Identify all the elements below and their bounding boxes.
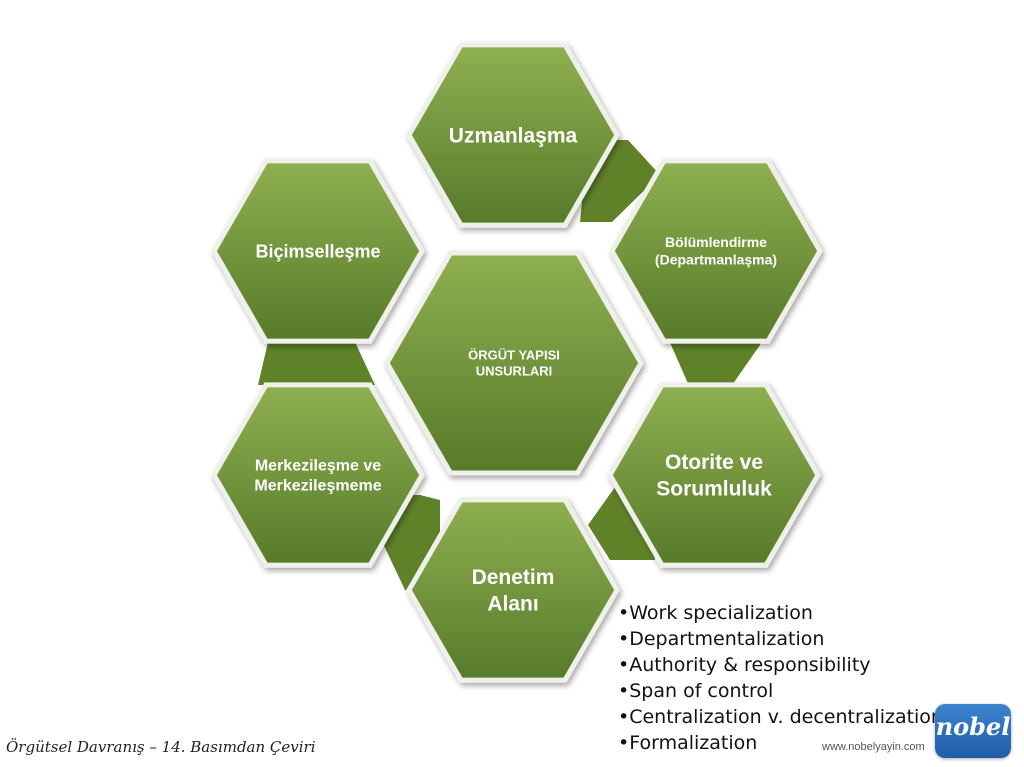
hex-label-line: Uzmanlaşma bbox=[449, 124, 578, 147]
bullet-item: Work specialization bbox=[618, 600, 943, 626]
hex-label-line: Alanı bbox=[487, 593, 538, 616]
hex-label-line: Sorumluluk bbox=[656, 478, 772, 501]
hex-uzmanlasma: Uzmanlaşma bbox=[406, 42, 620, 228]
hex-label-line: (Departmanlaşma) bbox=[655, 252, 777, 268]
hex-uzmanlasma-shape bbox=[406, 42, 620, 228]
hex-label-line: UNSURLARI bbox=[476, 364, 553, 379]
footer-url: www.nobelyayin.com bbox=[822, 741, 925, 753]
hex-merkezilesme-shape bbox=[211, 382, 425, 568]
bullet-item: Centralization v. decentralization bbox=[618, 704, 943, 730]
bullet-item: Authority & responsibility bbox=[618, 652, 943, 678]
hex-label-bolumlendirme: Bölümlendirme (Departmanlaşma) bbox=[655, 234, 777, 267]
footer-book-title: Örgütsel Davranış – 14. Basımdan Çeviri bbox=[6, 738, 316, 756]
hex-label-line: Merkezileşme ve bbox=[255, 458, 381, 475]
hex-center: ÖRGÜT YAPISI UNSURLARI bbox=[384, 250, 644, 476]
hex-label-bicimsellesme: Biçimselleşme bbox=[255, 241, 380, 261]
hex-denetim-shape bbox=[406, 497, 620, 683]
hex-bolumlendirme: Bölümlendirme (Departmanlaşma) bbox=[609, 158, 823, 344]
hex-otorite-shape bbox=[607, 382, 821, 568]
hex-label-merkezilesme: Merkezileşme ve Merkezileşmeme bbox=[254, 458, 381, 495]
bullet-item: Formalization bbox=[618, 730, 943, 756]
hex-otorite: Otorite ve Sorumluluk bbox=[607, 382, 821, 568]
nobel-logo: nobel bbox=[935, 704, 1011, 758]
hex-label-line: ÖRGÜT YAPISI bbox=[468, 347, 560, 362]
hex-label-center: ÖRGÜT YAPISI UNSURLARI bbox=[468, 347, 560, 378]
hex-bolumlendirme-shape bbox=[609, 158, 823, 344]
hex-label-line: Otorite ve bbox=[665, 451, 763, 474]
bullet-list: Work specialization Departmentalization … bbox=[618, 600, 943, 756]
hex-label-line: Biçimselleşme bbox=[255, 241, 380, 261]
hex-bicimsellesme: Biçimselleşme bbox=[211, 158, 425, 344]
hex-label-otorite: Otorite ve Sorumluluk bbox=[656, 451, 772, 500]
hex-label-line: Denetim bbox=[472, 566, 555, 589]
bullet-item: Span of control bbox=[618, 678, 943, 704]
hex-center-shape bbox=[384, 250, 644, 476]
hex-merkezilesme: Merkezileşme ve Merkezileşmeme bbox=[211, 382, 425, 568]
logo-text: nobel bbox=[935, 712, 1011, 741]
hex-bicimsellesme-shape bbox=[211, 158, 425, 344]
connector-merkezilesme-bicimsellesme bbox=[258, 342, 375, 385]
connector-bolumlendirme-otorite bbox=[668, 338, 760, 388]
hex-label-uzmanlasma: Uzmanlaşma bbox=[449, 124, 578, 147]
hex-label-line: Bölümlendirme bbox=[665, 234, 767, 250]
bullet-item: Departmentalization bbox=[618, 626, 943, 652]
hex-label-line: Merkezileşmeme bbox=[254, 478, 381, 495]
